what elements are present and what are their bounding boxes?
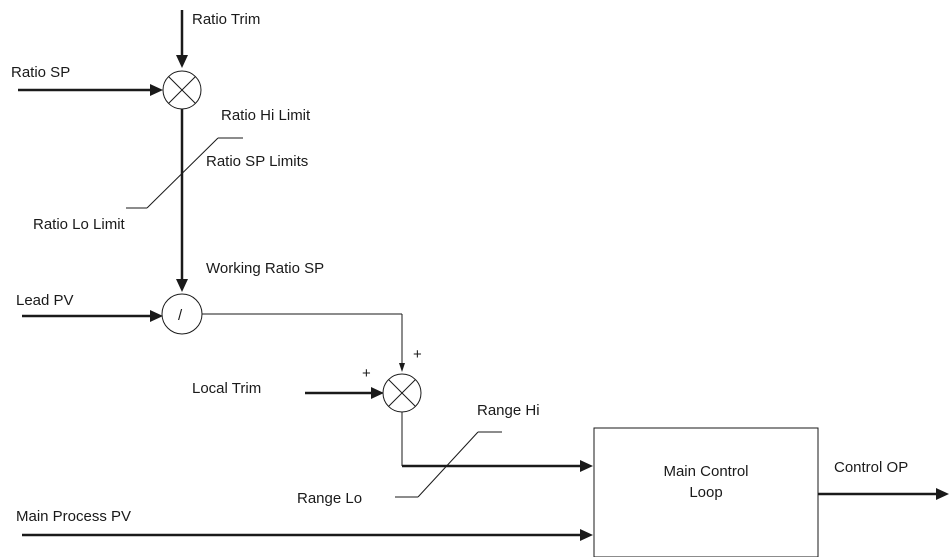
- range-limit-diagonal: [417, 431, 479, 498]
- range-hi-label: Range Hi: [477, 402, 540, 419]
- ratio-sp-arrowhead: [150, 84, 163, 96]
- ratio-limit-diagonal: [146, 137, 219, 209]
- plus-top-sign: +: [413, 346, 422, 363]
- ratio-sp-label: Ratio SP: [11, 64, 70, 81]
- main-process-pv-arrowhead: [580, 529, 593, 541]
- summing-cross-2: [388, 379, 416, 407]
- working-ratio-sp-label: Working Ratio SP: [206, 260, 324, 277]
- ratio-trim-arrowhead: [176, 55, 188, 68]
- local-trim-arrowhead: [371, 387, 384, 399]
- main-control-loop-block: [593, 427, 819, 557]
- ratio-trim-label: Ratio Trim: [192, 11, 260, 28]
- lead-pv-label: Lead PV: [16, 292, 74, 309]
- setpoint-to-loop-arrowhead: [580, 460, 593, 472]
- plus-left-sign: +: [362, 365, 371, 382]
- divide-symbol: /: [178, 307, 183, 324]
- main-control-loop-title-line2: Loop: [689, 484, 722, 501]
- ratio-hi-limit-label: Ratio Hi Limit: [221, 107, 311, 124]
- local-trim-label: Local Trim: [192, 380, 261, 397]
- ratio-multiplier-cross-2: [168, 76, 196, 104]
- ratio-sp-limits-label: Ratio SP Limits: [206, 153, 308, 170]
- range-lo-label: Range Lo: [297, 490, 362, 507]
- ratio-lo-limit-label: Ratio Lo Limit: [33, 216, 126, 233]
- divider-drop-arrowhead: [399, 363, 405, 372]
- lead-pv-arrowhead: [150, 310, 163, 322]
- control-op-arrowhead: [936, 488, 949, 500]
- working-ratio-sp-arrowhead: [176, 279, 188, 292]
- main-process-pv-label: Main Process PV: [16, 508, 131, 525]
- control-op-label: Control OP: [834, 459, 908, 476]
- main-control-loop-title-line1: Main Control: [663, 463, 748, 480]
